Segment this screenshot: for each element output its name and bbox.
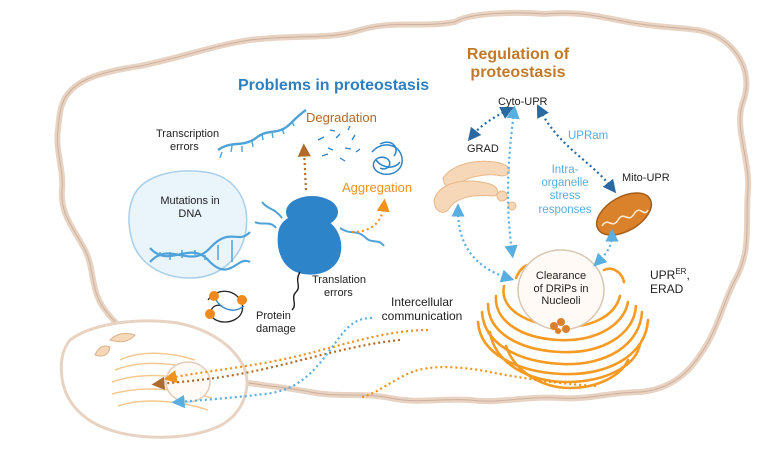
nucleolus-icon [517,249,605,331]
degradation-label: Degradation [306,110,377,125]
upr-er-base: UPR [650,268,676,282]
erad-label: ERAD [650,282,684,296]
arrow-intercellular-brown [151,338,401,390]
nucleus-icon [128,170,248,279]
upram-label: UPRam [568,130,609,142]
translation-errors-label: Translation errors [312,274,366,299]
protein-damage-icon [205,290,247,323]
arrow-cyto-nucleolus [504,105,520,259]
degraded-peptides-icon [317,125,361,162]
arrow-mito-nucleolus [593,228,619,267]
aggregation-label: Aggregation [342,180,413,195]
arrow-cyto-grad [467,107,514,142]
upr-er-suffix: , [686,268,690,282]
clearance-line1: Clearance [535,270,587,282]
cyto-upr-label: Cyto-UPR [498,96,548,108]
clearance-label: Clearance of DRiPs in Nucleoli [526,270,596,308]
intra-line2: organelle [541,177,589,190]
regulation-title-line1: Regulation of [466,46,570,63]
arrow-grad-er [451,203,515,283]
clearance-line3: Nucleoli [541,295,581,308]
intercellular-line2: communication [381,308,463,323]
mutations-line1: Mutations in [160,195,220,207]
upr-er-label: UPRER, [650,267,690,283]
intercellular-line1: Intercellular [390,295,454,309]
transcription-errors-label: Transcription errors [156,128,219,153]
arrow-intercellular-orange [163,328,429,384]
mutations-line2: DNA [178,207,202,220]
mutations-in-dna-label: Mutations in DNA [160,195,220,220]
intra-line4: responses [538,203,592,216]
translation-errors-line1: Translation [312,274,367,286]
arrow-er-to-intercellular [359,366,597,400]
translation-errors-line2: errors [324,286,353,299]
protein-damage-label: Protein damage [256,310,296,335]
regulation-title-line2: proteostasis [470,64,566,82]
intercellular-communication-label: Intercellular communication [378,295,466,324]
grad-label: GRAD [467,143,499,155]
regulation-title: Regulation of proteostasis [458,46,578,83]
arrow-intercellular-blue [171,316,373,409]
problems-title: Problems in proteostasis [238,77,430,94]
endoplasmic-reticulum-icon [476,263,650,390]
dna-helix-icon [149,231,251,271]
arrow-cyto-mito [536,104,617,194]
intra-line1: Intra- [551,164,579,176]
ribosome-icon [254,196,385,311]
upr-er-superscript: ER [675,267,687,276]
aggregate-icon [371,141,403,176]
mrna-strand-icon [217,109,307,159]
golgi-icon [433,160,517,213]
mito-upr-label: Mito-UPR [622,172,670,184]
intra-organelle-label: Intra- organelle stress responses [530,164,600,217]
transcription-errors-line2: errors [170,140,199,153]
intra-line3: stress [549,190,581,203]
arrow-to-degradation [297,143,311,191]
clearance-line2: of DRiPs in [533,282,589,295]
protein-damage-line2: damage [256,322,296,335]
neighbor-cell-icon [59,319,249,439]
drips-cluster-icon [550,318,570,334]
protein-damage-line1: Protein [256,310,291,322]
transcription-errors-line1: Transcription [156,128,220,140]
